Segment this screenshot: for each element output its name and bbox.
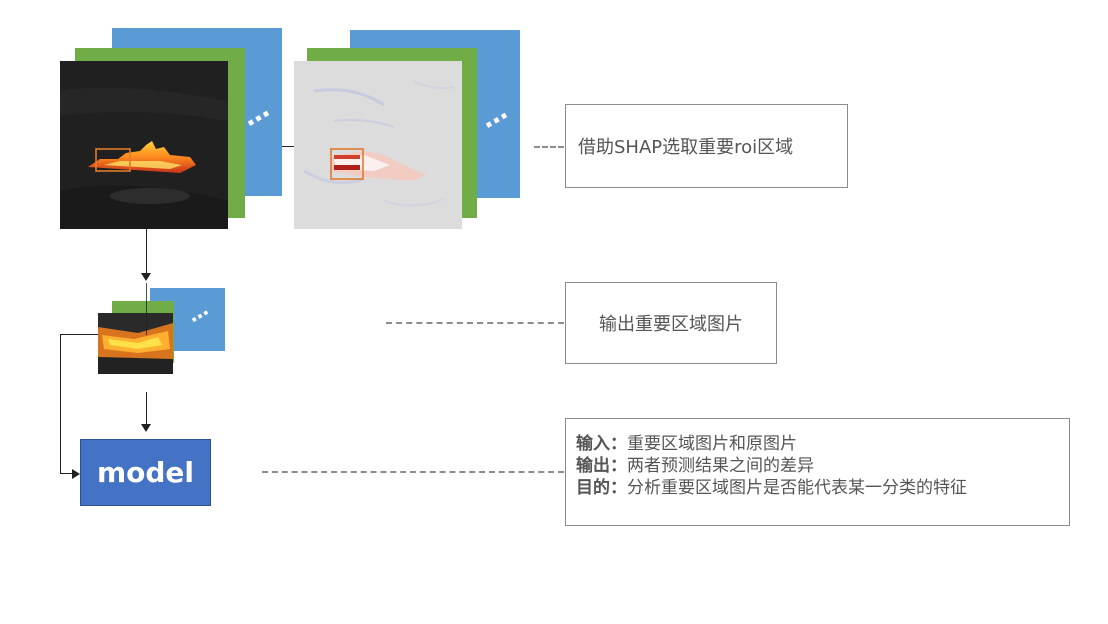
cropped-roi-image bbox=[98, 313, 173, 374]
model-box: model bbox=[80, 439, 211, 506]
info-input-key: 输入： bbox=[576, 434, 627, 454]
flow-arrow-to-model bbox=[141, 424, 151, 432]
info-purpose-line: 目的：分析重要区域图片是否能代表某一分类的特征 bbox=[576, 477, 1069, 499]
info-input-value: 重要区域图片和原图片 bbox=[627, 434, 797, 454]
info-input-line: 输入：重要区域图片和原图片 bbox=[576, 433, 1069, 455]
side-path-arrow bbox=[72, 469, 80, 479]
ship-thermal-graphic bbox=[60, 87, 228, 229]
roi-crop-graphic bbox=[98, 313, 173, 374]
dashed-connector bbox=[534, 146, 564, 148]
output-step-label: 输出重要区域图片 bbox=[599, 314, 743, 335]
info-purpose-key: 目的： bbox=[576, 478, 627, 498]
dashed-connector bbox=[262, 471, 564, 473]
shap-heatmap-graphic bbox=[303, 80, 455, 207]
original-infrared-image bbox=[60, 61, 228, 229]
side-path-bottom bbox=[60, 473, 72, 474]
shap-step-label-box: 借助SHAP选取重要roi区域 bbox=[565, 104, 848, 188]
roi-highlight-box bbox=[330, 148, 364, 180]
model-label: model bbox=[96, 456, 195, 489]
side-path-top bbox=[60, 334, 98, 335]
shap-step-label: 借助SHAP选取重要roi区域 bbox=[578, 137, 794, 158]
info-output-value: 两者预测结果之间的差异 bbox=[627, 456, 814, 476]
dashed-connector bbox=[386, 322, 564, 324]
info-output-line: 输出：两者预测结果之间的差异 bbox=[576, 455, 1069, 477]
roi-highlight-box bbox=[95, 148, 131, 172]
info-output-key: 输出： bbox=[576, 456, 627, 476]
output-step-label-box: 输出重要区域图片 bbox=[565, 282, 777, 364]
flow-line-to-model bbox=[146, 392, 147, 424]
side-path-vertical bbox=[60, 334, 61, 473]
model-info-box: 输入：重要区域图片和原图片 输出：两者预测结果之间的差异 目的：分析重要区域图片… bbox=[565, 418, 1070, 526]
flow-arrow-down bbox=[141, 273, 151, 281]
flow-line-overlay bbox=[146, 283, 147, 335]
shap-heatmap-image bbox=[294, 61, 462, 229]
flow-line-down bbox=[146, 229, 147, 273]
info-purpose-value: 分析重要区域图片是否能代表某一分类的特征 bbox=[627, 478, 967, 498]
connector-line bbox=[282, 146, 294, 147]
